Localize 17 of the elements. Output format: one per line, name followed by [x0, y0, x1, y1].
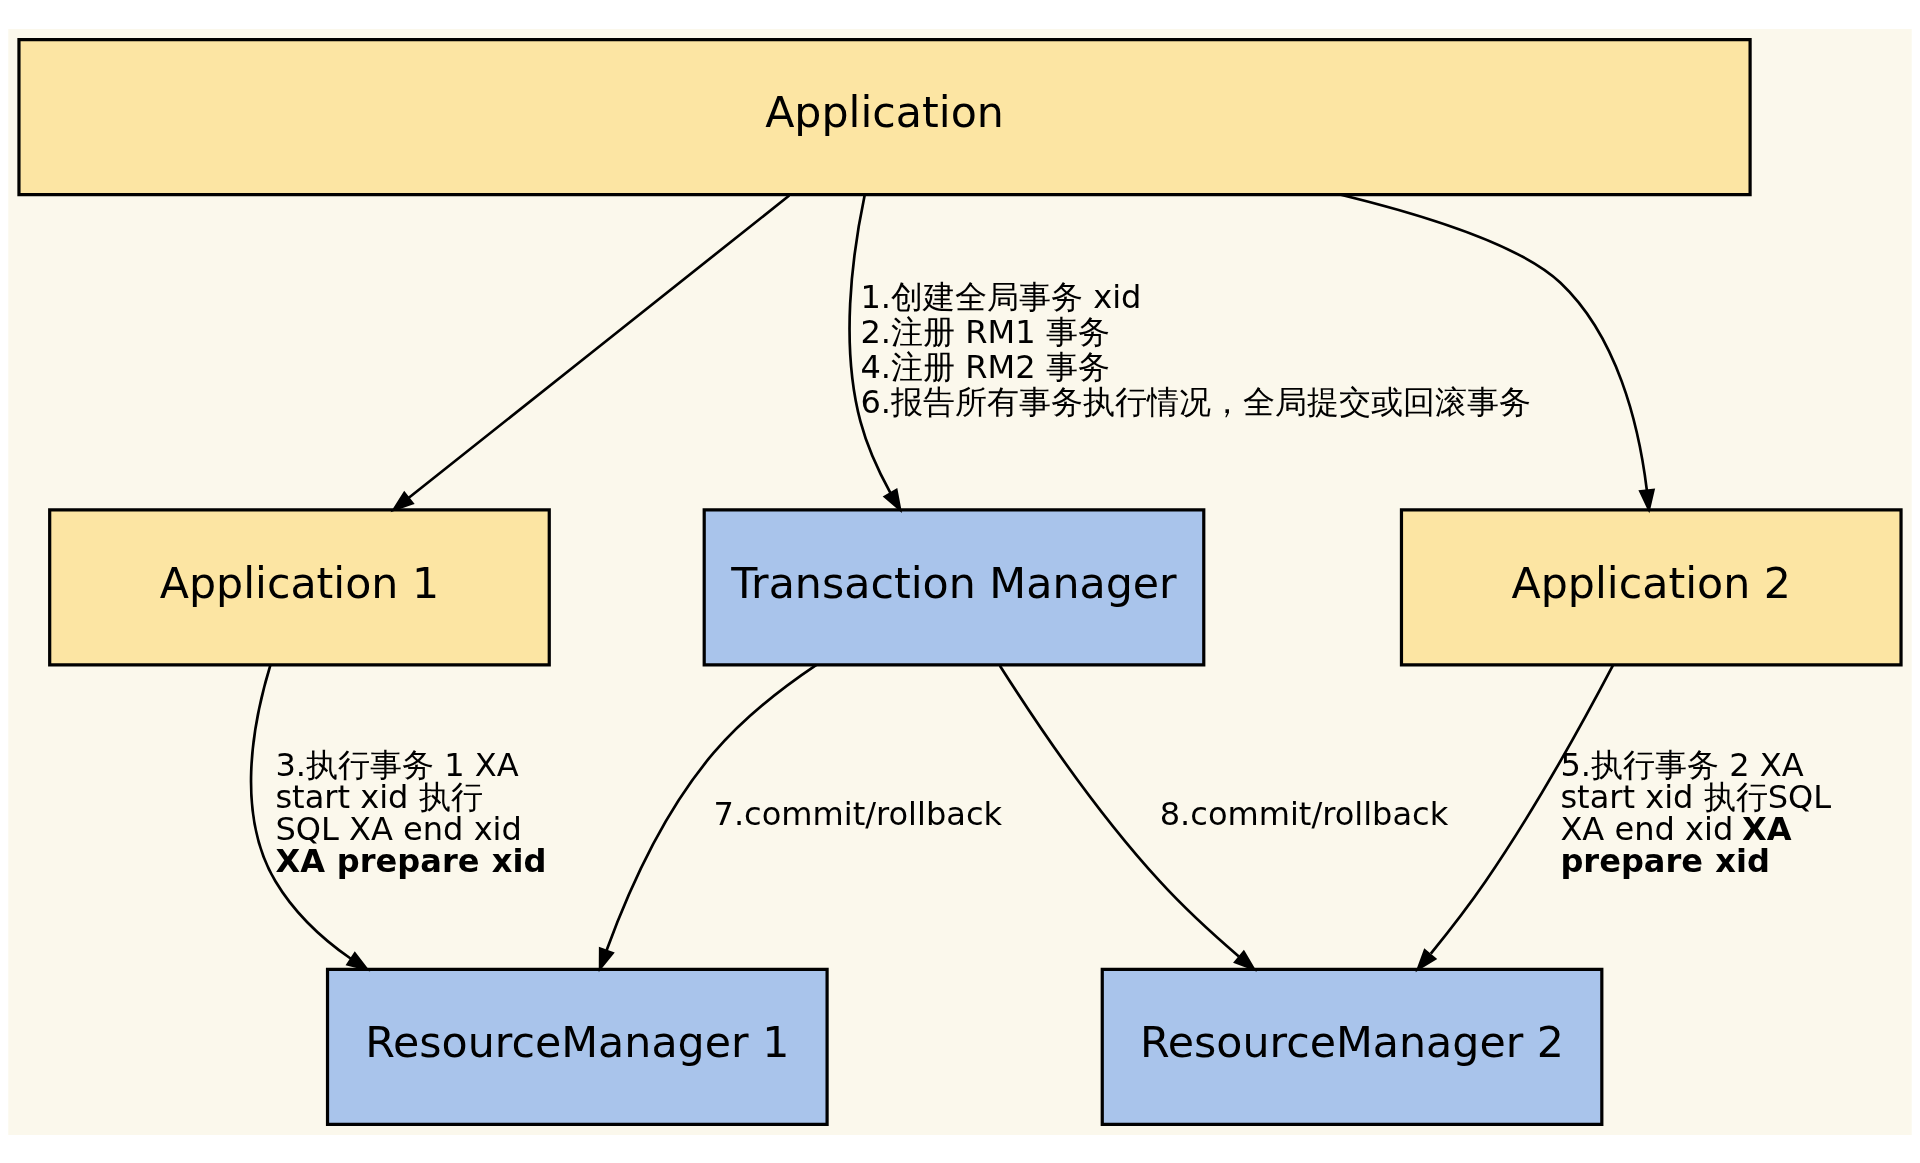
node-box: Application 1 — [48, 507, 551, 666]
arrow — [998, 664, 1257, 972]
edge-label: 3.执行事务 1 XA start xid 执行 SQL XA end xid XA prepare xid — [275, 745, 547, 880]
node-box: Transaction Manager — [702, 507, 1206, 666]
arrow — [848, 194, 903, 513]
edge-label: 5.执行事务 2 XA start xid 执行SQL XA end xid XA prepare xid — [1560, 745, 1832, 880]
node-box: ResourceManager 1 — [325, 967, 829, 1126]
arrow — [390, 194, 791, 512]
edge-label: 7.commit/rollback — [713, 794, 1003, 833]
node-box: Application 2 — [1399, 507, 1903, 666]
arrow — [1415, 664, 1615, 972]
edge-label: 8.commit/rollback — [1159, 794, 1449, 833]
node-box: ResourceManager 2 — [1100, 967, 1604, 1126]
arrow — [598, 663, 818, 972]
node-box: Application — [17, 37, 1752, 196]
edge-label: 1.创建全局事务 xid 2.注册 RM1 事务 4.注册 RM2 事务 6.报告所有事务执行情况，全局提交或回滚事务 — [860, 277, 1532, 421]
arrow — [249, 663, 371, 971]
